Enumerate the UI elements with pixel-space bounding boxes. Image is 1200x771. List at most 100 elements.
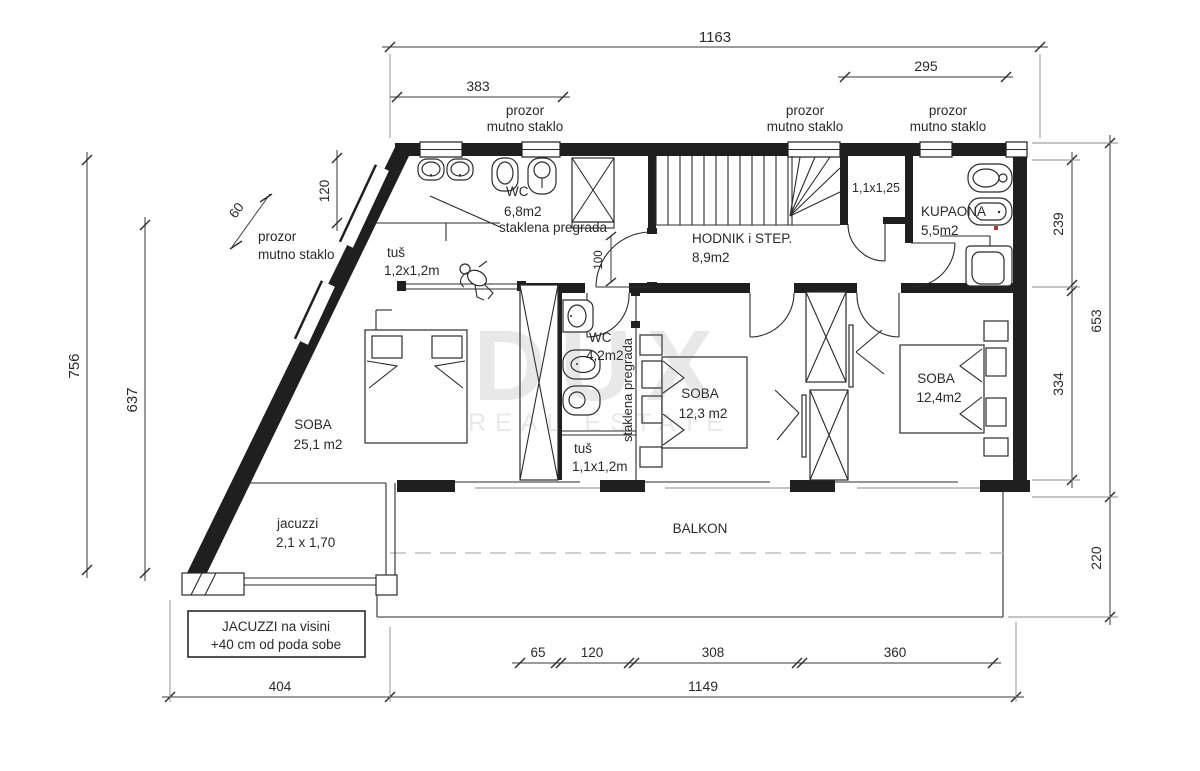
watermark: DUX REAL ESTATE (468, 310, 732, 437)
tus-small-name: tuš (574, 441, 592, 456)
room-soba-right-area: 12,4m2 (916, 390, 961, 405)
diagonal-wall-windows (293, 164, 392, 346)
window-label-3b: mutno staklo (910, 119, 987, 134)
room-hodnik-name: HODNIK i STEP. (692, 231, 792, 246)
bidet-icon (527, 157, 557, 195)
dim-220: 220 (1088, 546, 1104, 570)
balcony (376, 481, 1004, 618)
glass-partition-label-2: staklena pregrada (620, 337, 635, 442)
room-wc-mid-area: 4,2m2 (586, 348, 624, 363)
wc-top-fixtures (417, 157, 557, 195)
bed-soba-mid (639, 334, 748, 468)
wardrobe-right-1 (805, 291, 885, 388)
dim-360: 360 (884, 645, 907, 660)
jacuzzi-size: 2,1 x 1,70 (276, 535, 335, 550)
dim-239: 239 (1050, 212, 1066, 236)
dim-404: 404 (269, 679, 292, 694)
staircase (655, 156, 841, 226)
door-kupaona (910, 242, 956, 288)
kupaona-fixtures (940, 163, 1013, 287)
window-label-left-a: prozor (258, 229, 297, 244)
room-wc-top-name: WC (506, 184, 529, 199)
note-line-2: +40 cm od poda sobe (211, 637, 341, 652)
window-icon (1005, 141, 1028, 158)
balkon-label: BALKON (673, 521, 728, 536)
shaft (571, 157, 615, 229)
bidet-icon (562, 385, 601, 416)
window-icon (787, 141, 841, 158)
dim-60: 60 (226, 200, 247, 221)
wardrobe-left (519, 284, 559, 481)
window-label-1b: mutno staklo (487, 119, 564, 134)
jacuzzi-area (181, 482, 398, 596)
bed-soba-right (899, 320, 1009, 457)
room-soba-mid-name: SOBA (681, 386, 719, 401)
door-wc-top (595, 231, 652, 288)
closet-size-label: 1,1x1,25 (852, 181, 900, 195)
room-soba-left-area: 25,1 m2 (294, 437, 343, 452)
dim-653: 653 (1088, 309, 1104, 333)
tus-big-name: tuš (387, 245, 405, 260)
shower-corner-mark (375, 309, 392, 330)
dim-383: 383 (466, 78, 490, 94)
room-kupaona-name: KUPAONA (921, 204, 986, 219)
room-hodnik-area: 8,9m2 (692, 250, 730, 265)
room-kupaona-area: 5,5m2 (921, 223, 959, 238)
note-line-1: JACUZZI na visini (222, 619, 330, 634)
window-label-1a: prozor (506, 103, 545, 118)
dim-308: 308 (702, 645, 725, 660)
top-wall-windows (419, 141, 1028, 158)
sink-icon (446, 158, 474, 181)
dim-756: 756 (66, 353, 83, 378)
sink-icon (417, 158, 445, 181)
toilet-icon (967, 163, 1013, 193)
sink-icon (562, 299, 594, 333)
tus-big-size: 1,2x1,2m (384, 263, 440, 278)
toilet-icon (491, 157, 519, 192)
red-dot (994, 226, 998, 230)
glass-partition-label-1: staklena pregrada (499, 220, 608, 235)
labels: 1163 383 295 756 637 60 120 239 334 653 … (66, 29, 1104, 694)
room-soba-right-name: SOBA (917, 371, 955, 386)
toilet-icon (562, 349, 601, 380)
watermark-logo: DUX (473, 310, 726, 422)
room-wc-mid-name: WC (589, 330, 612, 345)
room-soba-left-name: SOBA (294, 417, 332, 432)
glass-partition-vertical (631, 289, 640, 480)
bed-soba-left (364, 329, 468, 444)
window-label-3a: prozor (929, 103, 968, 118)
tus-small-size: 1,1x1,2m (572, 459, 628, 474)
door-corridor (847, 223, 886, 262)
window-label-2b: mutno staklo (767, 119, 844, 134)
wc-mid-fixtures (562, 299, 601, 416)
dim-295: 295 (914, 58, 938, 74)
window-icon (419, 141, 463, 158)
wardrobe-right-2 (774, 389, 849, 481)
room-soba-mid-area: 12,3 m2 (679, 406, 728, 421)
window-label-left-b: mutno staklo (258, 247, 335, 262)
door-soba-123 (749, 292, 795, 338)
room-wc-top-area: 6,8m2 (504, 204, 542, 219)
door-soba-124 (856, 292, 900, 338)
window-icon (919, 141, 953, 158)
dim-1149: 1149 (688, 678, 718, 694)
window-label-2a: prozor (786, 103, 825, 118)
person-figure (459, 260, 494, 301)
dimension-lines (81, 41, 1118, 703)
dim-1163: 1163 (699, 29, 731, 46)
note-box (187, 610, 366, 658)
dim-65: 65 (530, 645, 545, 660)
shower-partition-line (562, 430, 636, 436)
dim-100: 100 (593, 250, 605, 269)
dim-334: 334 (1050, 372, 1066, 396)
watermark-subtitle: REAL ESTATE (468, 409, 732, 437)
sink-icon (967, 197, 1013, 226)
dim-120-window: 120 (317, 180, 332, 203)
jacuzzi-name: jacuzzi (276, 516, 318, 531)
shower-icon (965, 245, 1013, 287)
interior-walls (397, 156, 1030, 492)
window-icon (521, 141, 561, 158)
dim-120: 120 (581, 645, 604, 660)
